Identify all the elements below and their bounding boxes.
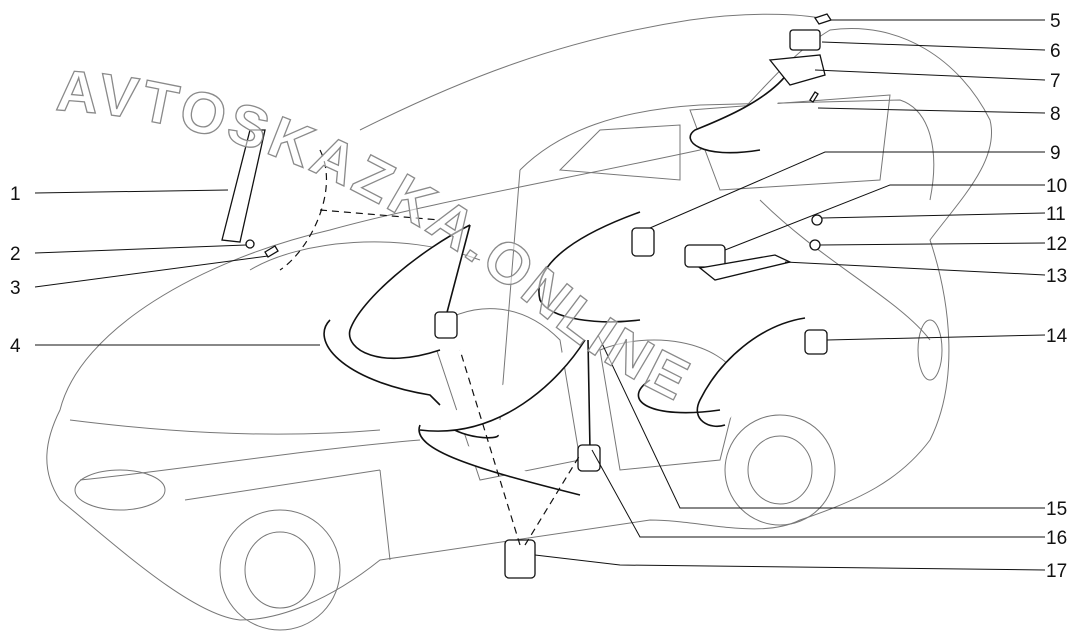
callout-15: 15 <box>1046 499 1067 520</box>
retractor-left <box>434 311 458 339</box>
callout-2: 2 <box>10 244 21 265</box>
callout-7: 7 <box>1050 71 1061 92</box>
callout-17: 17 <box>1046 561 1067 582</box>
height-adjuster-rail <box>221 129 266 243</box>
retractor-10 <box>684 244 726 268</box>
callout-1: 1 <box>10 184 21 205</box>
callout-5: 5 <box>1050 11 1061 32</box>
rear-shelf-belt <box>689 69 791 154</box>
buckle-17 <box>504 539 536 579</box>
cap-5 <box>813 13 833 25</box>
retractor-6 <box>789 29 821 51</box>
callout-11: 11 <box>1046 204 1066 225</box>
callout-labels: 1 2 3 4 5 6 7 8 9 10 11 12 13 14 15 16 1… <box>10 11 1068 582</box>
seat-belt-parts <box>221 13 833 579</box>
callout-13: 13 <box>1046 266 1067 287</box>
front-belt-right <box>419 339 591 451</box>
bolt-3 <box>264 245 279 258</box>
front-belt-left <box>323 224 471 406</box>
rear-belt-right <box>637 317 806 427</box>
car-body-outline <box>46 13 992 631</box>
retractor-14 <box>804 329 828 355</box>
nut-11 <box>811 214 823 226</box>
callout-8: 8 <box>1050 104 1061 125</box>
callout-14: 14 <box>1046 326 1068 347</box>
rear-center-belt <box>538 211 641 323</box>
callout-12: 12 <box>1046 234 1067 255</box>
callout-9: 9 <box>1050 143 1061 164</box>
arrow-path <box>279 149 581 546</box>
callout-4: 4 <box>10 336 21 357</box>
callout-3: 3 <box>10 278 21 299</box>
callout-16: 16 <box>1046 528 1067 549</box>
rear-retractor-9 <box>631 227 655 257</box>
washer-12 <box>809 239 821 251</box>
bolt-8 <box>809 91 819 103</box>
nut-2 <box>245 239 255 249</box>
callout-10: 10 <box>1046 176 1067 197</box>
cover-7 <box>768 54 826 86</box>
leader-lines <box>34 19 1046 571</box>
callout-6: 6 <box>1050 41 1061 62</box>
